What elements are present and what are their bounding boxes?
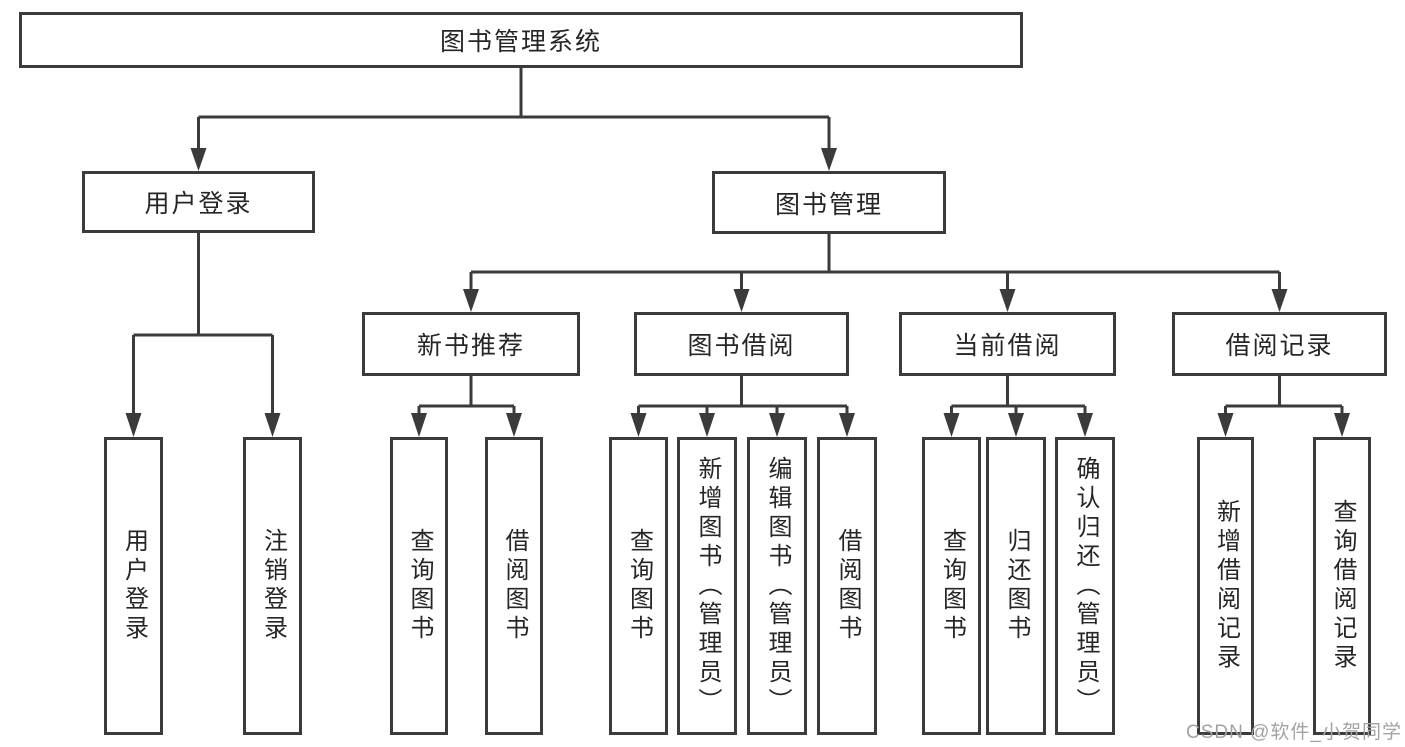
- node-new-book-recommend: 新书推荐: [362, 312, 580, 376]
- node-leaf-return-books: 归还图书: [986, 437, 1046, 735]
- arrowhead: [1217, 413, 1234, 437]
- arrowhead: [630, 413, 647, 437]
- node-leaf-query-books-2: 查询图书: [609, 437, 668, 735]
- arrowhead: [1008, 413, 1024, 437]
- node-leaf-query-borrow-record: 查询借阅记录: [1313, 437, 1371, 735]
- arrowhead: [1334, 413, 1350, 437]
- node-leaf-borrow-books-1: 借阅图书: [485, 437, 543, 735]
- node-label: 归还图书: [1003, 528, 1030, 644]
- node-label: 借阅图书: [834, 528, 861, 644]
- arrowhead: [821, 148, 837, 171]
- node-leaf-borrow-books-2: 借阅图书: [817, 437, 877, 735]
- arrowhead: [839, 413, 855, 437]
- node-leaf-logout: 注销登录: [243, 437, 302, 735]
- arrowhead: [1271, 289, 1288, 312]
- arrowhead: [769, 413, 785, 437]
- node-leaf-query-books-1: 查询图书: [390, 437, 448, 735]
- node-label: 用户登录: [120, 528, 148, 644]
- arrowhead: [1077, 413, 1093, 437]
- node-leaf-edit-books-admin: 编辑图书（管理员）: [747, 437, 807, 735]
- node-leaf-user-login: 用户登录: [104, 437, 163, 735]
- node-user-login: 用户登录: [82, 171, 315, 233]
- arrowhead: [411, 413, 427, 437]
- arrowhead: [943, 413, 960, 437]
- node-label: 编辑图书（管理员）: [764, 455, 791, 717]
- node-book-borrowing: 图书借阅: [634, 312, 849, 376]
- node-label: 查询图书: [625, 528, 653, 644]
- node-label: 新增图书（管理员）: [694, 455, 721, 717]
- arrowhead: [463, 289, 479, 312]
- node-label: 查询图书: [406, 528, 433, 644]
- node-leaf-query-books-3: 查询图书: [922, 437, 981, 735]
- node-label: 新增借阅记录: [1212, 499, 1240, 673]
- node-book-management: 图书管理: [712, 171, 946, 234]
- arrowhead: [999, 289, 1016, 312]
- arrowhead: [733, 289, 750, 312]
- arrowhead: [264, 413, 281, 437]
- node-label: 注销登录: [259, 528, 287, 644]
- node-label: 查询图书: [938, 528, 966, 644]
- arrowhead: [125, 413, 142, 437]
- arrowhead: [190, 148, 207, 171]
- node-label: 查询借阅记录: [1329, 499, 1356, 673]
- node-borrowing-records: 借阅记录: [1172, 312, 1387, 376]
- node-leaf-add-borrow-record: 新增借阅记录: [1197, 437, 1254, 735]
- arrowhead: [699, 413, 715, 437]
- node-leaf-confirm-return-admin: 确认归还（管理员）: [1055, 437, 1115, 735]
- arrowhead: [506, 413, 522, 437]
- node-leaf-add-books-admin: 新增图书（管理员）: [677, 437, 737, 735]
- node-root-library-system: 图书管理系统: [19, 12, 1023, 68]
- watermark: CSDN @软件_小贺同学: [1186, 722, 1402, 743]
- node-current-borrowing: 当前借阅: [899, 312, 1116, 376]
- node-label: 借阅图书: [501, 528, 528, 644]
- node-label: 确认归还（管理员）: [1072, 455, 1099, 717]
